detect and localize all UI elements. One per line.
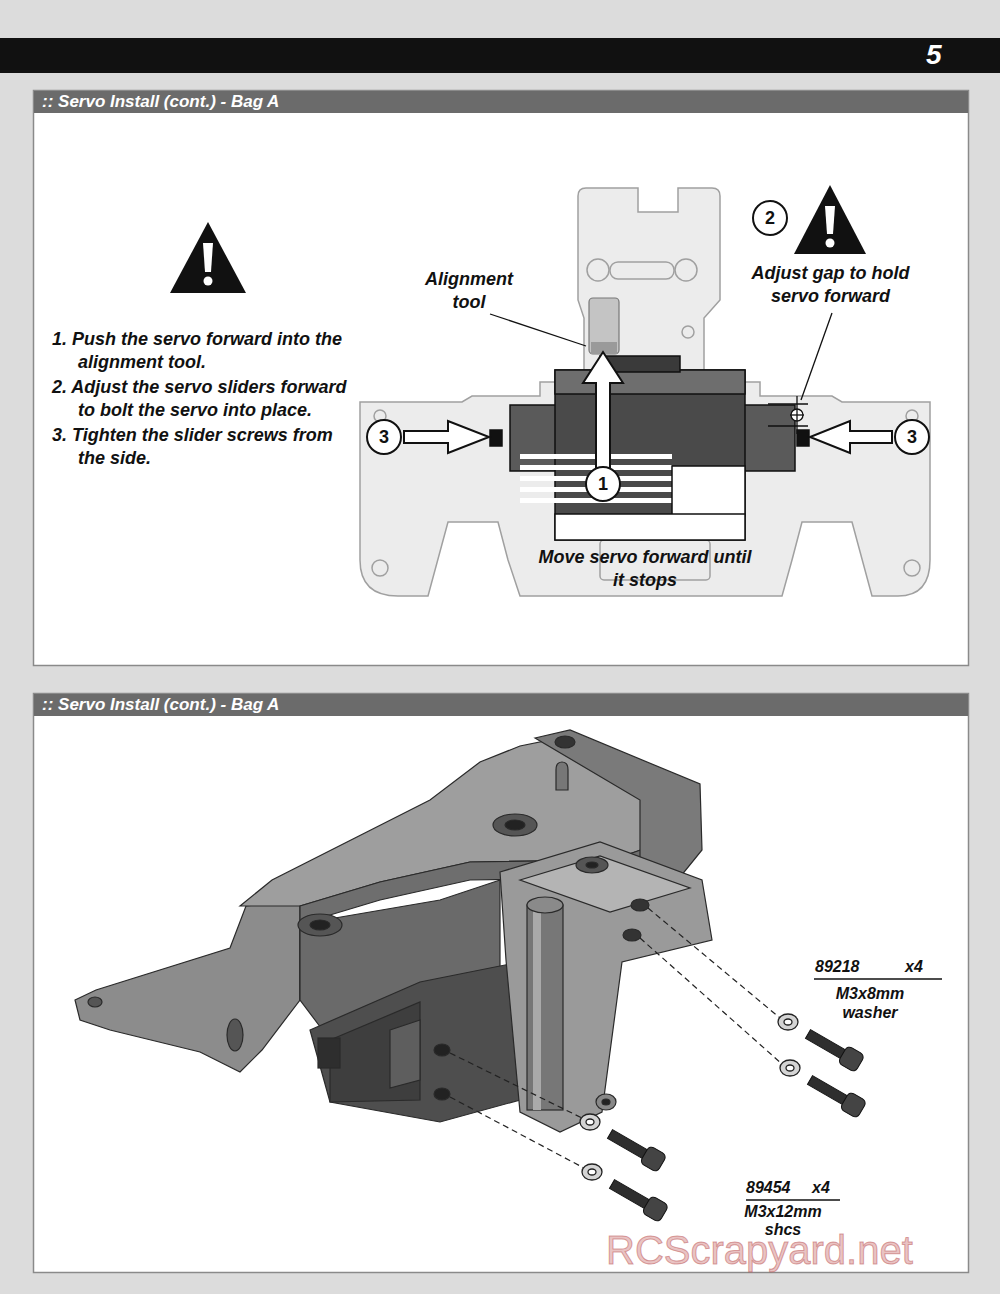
callout-label: Alignment tool [410, 268, 528, 314]
part-description: M3x8mm washer [815, 984, 925, 1022]
callout-label: Adjust gap to hold servo forward [728, 262, 933, 308]
part-underline [746, 1199, 840, 1201]
callout-digit: 3 [379, 427, 389, 448]
callout-label: Move servo forward until it stops [535, 546, 755, 592]
part-underline [814, 978, 942, 980]
callout-digit: 1 [598, 474, 608, 495]
page-bar [0, 38, 1000, 73]
callout-digit: 3 [907, 427, 917, 448]
direction-arrow [404, 421, 489, 453]
chassis-assembly [75, 730, 712, 1132]
gap-marker [768, 396, 808, 434]
callout-digit: 2 [765, 208, 775, 229]
section-title: :: Servo Install (cont.) - Bag A [42, 694, 968, 716]
direction-arrow [583, 352, 623, 470]
part-number: 89218 [815, 958, 860, 976]
warning-icon [794, 185, 866, 254]
callout-number: 3 [894, 419, 930, 455]
quantity: x4 [812, 1179, 830, 1197]
leader-line [801, 313, 832, 400]
instruction-step: 1. Push the servo forward into the align… [52, 328, 352, 374]
panel [34, 694, 969, 1273]
callout-number: 1 [585, 466, 621, 502]
section-header: :: Servo Install (cont.) - Bag A [34, 694, 968, 716]
servo [490, 356, 809, 540]
screw [605, 1025, 867, 1222]
servo-mount [360, 188, 930, 596]
warning-icon [170, 222, 246, 293]
direction-arrow [810, 421, 892, 453]
alignment-tool [589, 298, 619, 354]
assembly-guide [450, 908, 782, 1168]
washer [580, 1014, 800, 1180]
callout-number: 3 [366, 419, 402, 455]
callout-number: 2 [752, 200, 788, 236]
leader-line [490, 314, 586, 346]
instruction-step: 2. Adjust the servo sliders forward to b… [52, 376, 352, 422]
panel [34, 91, 969, 666]
page-number: 5 [926, 39, 942, 71]
instruction-step: 3. Tighten the slider screws from the si… [52, 424, 352, 470]
section-title: :: Servo Install (cont.) - Bag A [42, 91, 968, 113]
watermark: RCScrapyard.net [606, 1228, 913, 1273]
section-header: :: Servo Install (cont.) - Bag A [34, 91, 968, 113]
part-number: 89454 [746, 1179, 791, 1197]
quantity: x4 [905, 958, 923, 976]
